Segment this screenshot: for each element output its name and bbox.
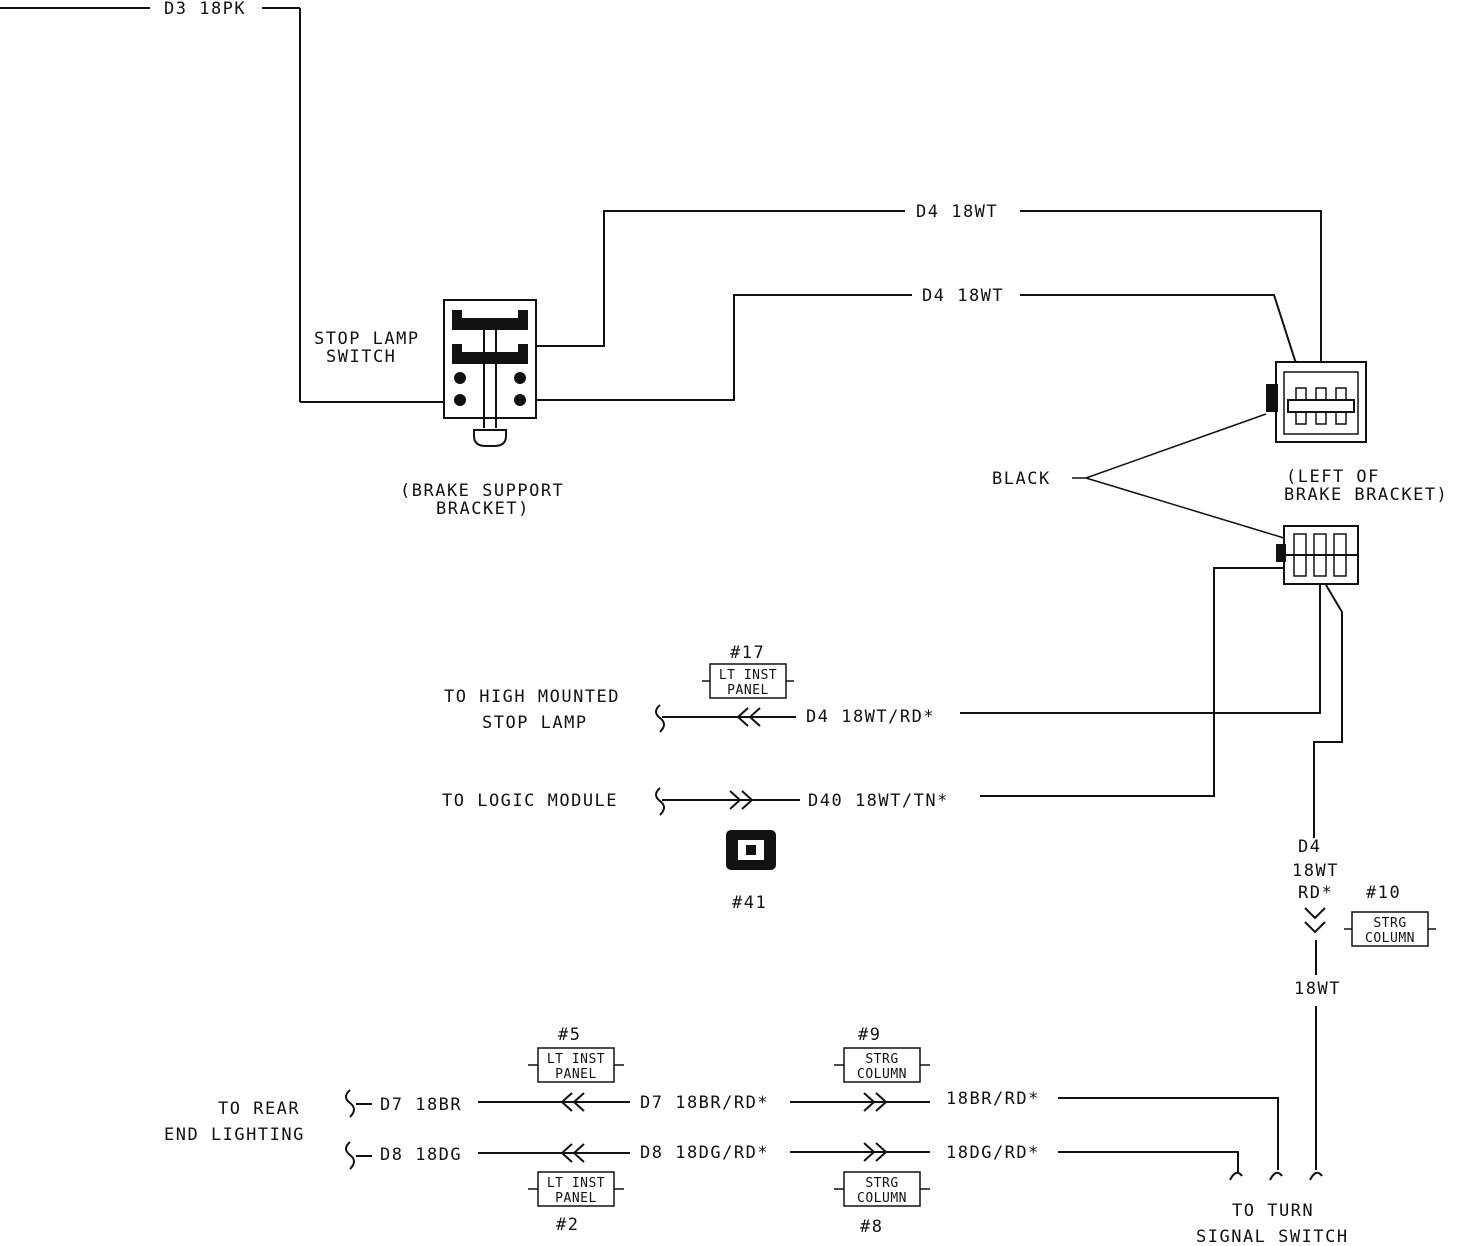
label-black: BLACK — [992, 469, 1051, 489]
label-to-turn-1: TO TURN — [1232, 1201, 1314, 1221]
wire-break-icon-turn-2 — [1269, 1171, 1283, 1181]
connector-number-9: #9 — [858, 1025, 881, 1045]
connector-number-17: #17 — [730, 643, 765, 663]
wire-break-icon-turn-3 — [1309, 1171, 1323, 1181]
connector-2-line1: LT INST — [547, 1176, 605, 1191]
wire-label-d8-right: 18DG/RD* — [946, 1143, 1040, 1163]
wire-d4-top-b — [1020, 210, 1322, 382]
connector-tag-17: LT INST PANEL — [702, 663, 794, 699]
label-to-turn-2: SIGNAL SWITCH — [1196, 1227, 1349, 1246]
connector-8-line2: COLUMN — [857, 1191, 907, 1206]
label-stop-lamp-switch-1: STOP LAMP — [314, 329, 420, 349]
label-brake-support-1: (BRAKE SUPPORT — [400, 481, 564, 501]
stop-lamp-switch-icon — [443, 299, 537, 447]
wire-d7-right — [1058, 1097, 1279, 1170]
connector-9-line2: COLUMN — [857, 1067, 907, 1082]
black-leader-upper — [1085, 413, 1267, 479]
wire-d4-second-a — [520, 294, 912, 401]
arrow-icons — [560, 707, 1326, 1163]
label-to-hmsl-2: STOP LAMP — [482, 713, 588, 733]
connector-2-line2: PANEL — [555, 1191, 597, 1206]
wire-d40 — [980, 567, 1288, 797]
label-to-rear-2: END LIGHTING — [164, 1125, 305, 1145]
wire-break-icon-turn-1 — [1229, 1171, 1243, 1181]
label-to-hmsl-1: TO HIGH MOUNTED — [444, 687, 620, 707]
wire-label-d7-left: D7 18BR — [380, 1095, 462, 1115]
connector-10-line1: STRG — [1373, 916, 1406, 931]
connector-number-2: #2 — [556, 1215, 579, 1235]
wire-d4-vert-top — [1313, 584, 1343, 838]
label-to-logic-module: TO LOGIC MODULE — [442, 791, 618, 811]
connector-17-line1: LT INST — [719, 668, 777, 683]
wire-label-d7-mid: D7 18BR/RD* — [640, 1093, 769, 1113]
wire-break-icon-d7 — [345, 1089, 355, 1118]
label-to-rear-1: TO REAR — [218, 1099, 300, 1119]
label-left-of-brake-1: (LEFT OF — [1286, 467, 1380, 487]
connector-number-5: #5 — [558, 1025, 581, 1045]
wire-break-icon-d8 — [345, 1141, 355, 1170]
connector-10-line2: COLUMN — [1365, 931, 1415, 946]
wire-label-d4-vert-3: RD* — [1298, 883, 1333, 903]
wires — [0, 7, 1343, 1172]
wire-break-icon-logic — [655, 787, 665, 816]
label-stop-lamp-switch-2: SWITCH — [326, 347, 396, 367]
wire-label-d4-vert-2: 18WT — [1292, 861, 1339, 881]
connector-5-line2: PANEL — [555, 1067, 597, 1082]
connector-9-line1: STRG — [865, 1052, 898, 1067]
connector-tag-2: LT INST PANEL — [528, 1171, 624, 1207]
wire-label-d4-top: D4 18WT — [916, 202, 998, 222]
wire-d4-hmsl — [960, 585, 1321, 714]
connector-number-41: #41 — [732, 893, 767, 913]
wire-d4-top-a — [520, 210, 905, 347]
connector-icon-lower — [1276, 525, 1359, 585]
wire-label-d4-second: D4 18WT — [922, 286, 1004, 306]
wire-label-d4-vert-1: D4 — [1298, 837, 1321, 857]
wire-label-d7-right: 18BR/RD* — [946, 1089, 1040, 1109]
wire-label-d4-hmsl: D4 18WT/RD* — [806, 707, 935, 727]
connector-8-line1: STRG — [865, 1176, 898, 1191]
wire-label-d8-left: D8 18DG — [380, 1145, 462, 1165]
black-leader-lower — [1085, 477, 1285, 539]
wire-label-d3-18pk: D3 18PK — [164, 0, 246, 19]
connector-icon-upper — [1266, 361, 1367, 443]
wire-label-d8-mid: D8 18DG/RD* — [640, 1143, 769, 1163]
connector-tag-9: STRG COLUMN — [834, 1047, 930, 1083]
label-left-of-brake-2: BRAKE BRACKET) — [1284, 485, 1448, 505]
connector-tag-10: STRG COLUMN — [1344, 911, 1436, 947]
wire-label-18wt: 18WT — [1294, 979, 1341, 999]
connector-17-line2: PANEL — [727, 683, 769, 698]
connector-tag-8: STRG COLUMN — [834, 1171, 930, 1207]
splice-icon — [726, 830, 776, 870]
connector-tag-5: LT INST PANEL — [528, 1047, 624, 1083]
wire-break-icon-hmsl — [655, 704, 665, 733]
connector-number-8: #8 — [860, 1217, 883, 1237]
wire-label-d40: D40 18WT/TN* — [808, 791, 949, 811]
wire-break-icons — [345, 704, 1323, 1181]
connector-5-line1: LT INST — [547, 1052, 605, 1067]
label-brake-support-2: BRACKET) — [436, 499, 530, 519]
connector-number-10: #10 — [1366, 883, 1401, 903]
wire-d8-right — [1058, 1151, 1239, 1172]
wire-d4-second-b — [1020, 294, 1303, 383]
